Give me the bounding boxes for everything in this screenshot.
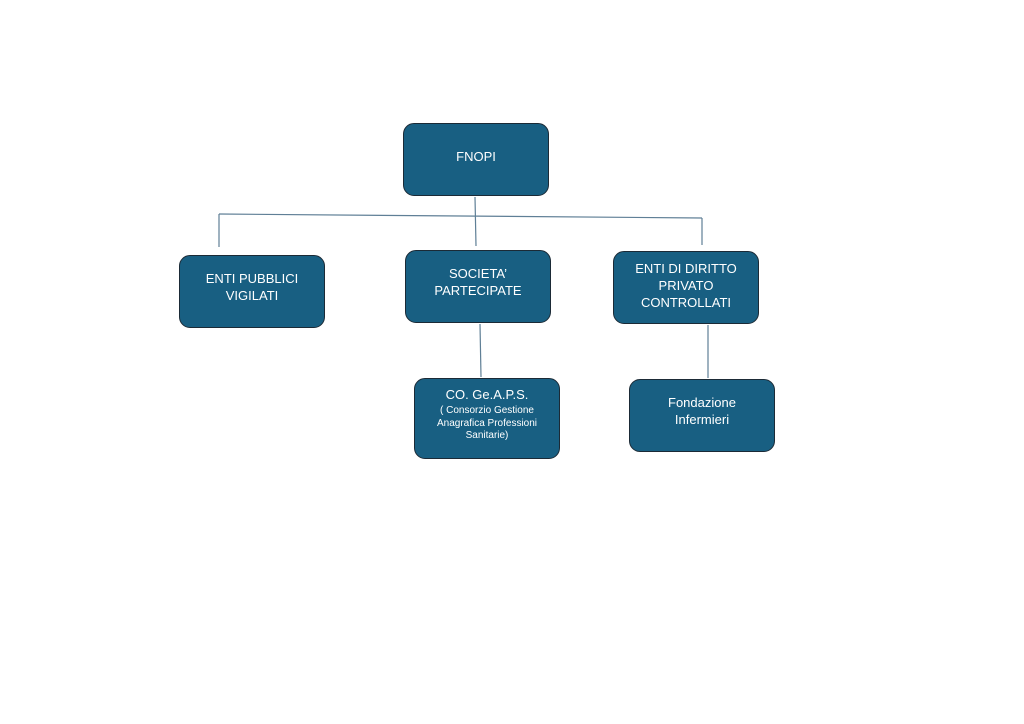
node-fnopi-label: FNOPI [456, 149, 496, 164]
node-fnopi: FNOPI [403, 123, 549, 196]
node-privato-line-3: CONTROLLATI [640, 295, 732, 310]
node-privato-line-1: ENTI DI DIRITTO [635, 261, 737, 276]
node-fondazione-line-1: Fondazione [668, 395, 736, 410]
connector-root-down [474, 196, 477, 247]
node-enti-diritto-privato: ENTI DI DIRITTO PRIVATO CONTROLLATI [613, 251, 759, 324]
node-enti-pubblici-line-2: VIGILATI [225, 288, 279, 303]
node-fondazione-infermieri: Fondazione Infermieri [629, 379, 775, 452]
node-fondazione-line-2: Infermieri [674, 412, 730, 427]
connector-horizontal-bus [218, 213, 703, 219]
node-societa-partecipate: SOCIETA’ PARTECIPATE [405, 250, 551, 323]
node-co-geaps: CO. Ge.A.P.S. ( Consorzio Gestione Anagr… [414, 378, 560, 459]
node-geaps-title: CO. Ge.A.P.S. [445, 387, 529, 402]
node-privato-line-2: PRIVATO [658, 278, 714, 293]
node-societa-line-1: SOCIETA’ [448, 266, 508, 281]
connector-societa-to-geaps [479, 323, 482, 378]
node-enti-pubblici-line-1: ENTI PUBBLICI [205, 271, 299, 286]
node-geaps-subtitle: ( Consorzio Gestione Anagrafica Professi… [436, 405, 538, 441]
node-societa-line-2: PARTECIPATE [434, 283, 522, 298]
node-enti-pubblici-vigilati: ENTI PUBBLICI VIGILATI [179, 255, 325, 328]
